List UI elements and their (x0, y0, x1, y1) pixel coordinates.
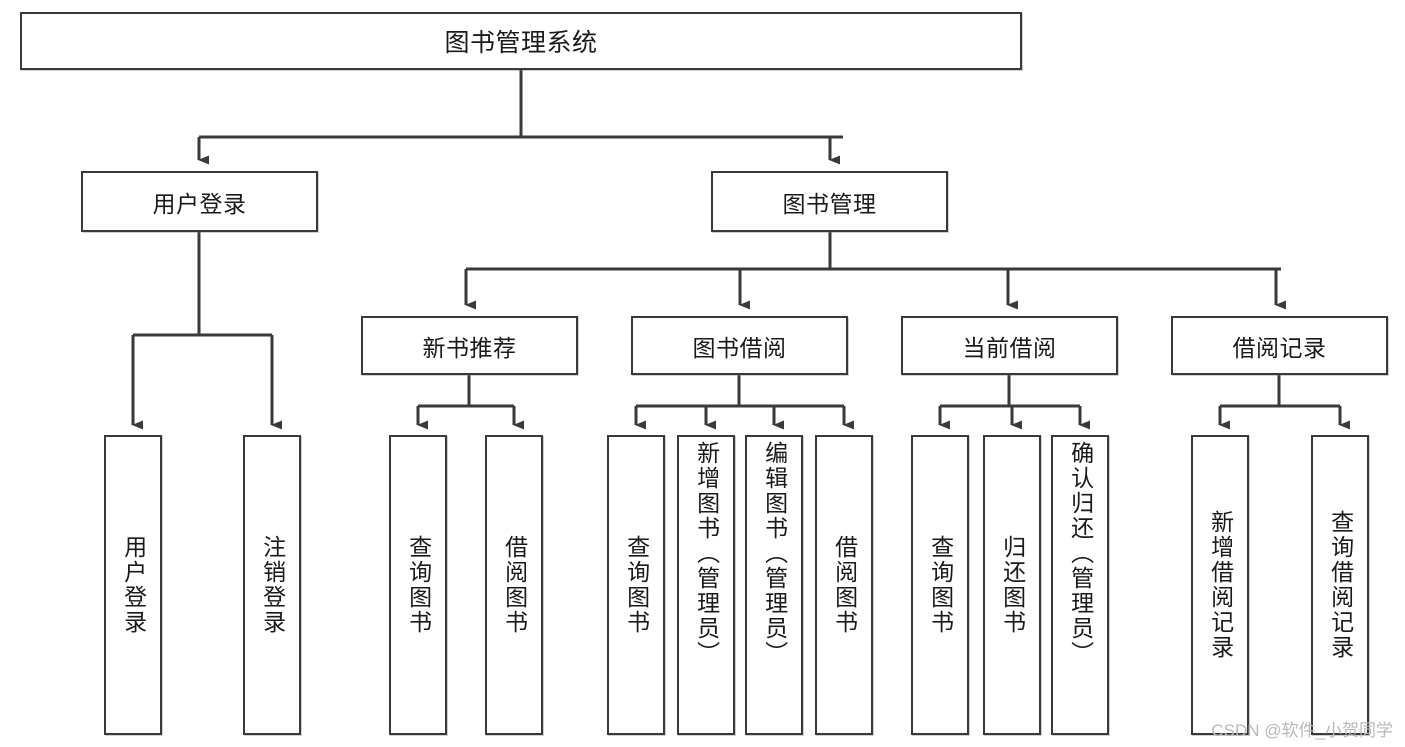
leaf-add-book-admin[interactable]: 新增图书（管理员） (677, 435, 735, 735)
leaf-logout[interactable]: 注销登录 (243, 435, 301, 735)
leaf-query-book-current[interactable]: 查询图书 (911, 435, 969, 735)
book-borrow-branch-connectors (634, 375, 854, 430)
node-borrow-record-label: 借阅记录 (1232, 334, 1327, 361)
node-book-borrow-label: 图书借阅 (692, 334, 787, 361)
leaf-confirm-return-admin[interactable]: 确认归还（管理员） (1051, 435, 1109, 735)
leaf-query-borrow-record[interactable]: 查询借阅记录 (1311, 435, 1369, 735)
leaf-edit-book-admin[interactable]: 编辑图书（管理员） (745, 435, 803, 735)
node-new-book-recommend-label: 新书推荐 (422, 334, 517, 361)
user-login-branch-connectors (131, 232, 282, 430)
leaf-query-book-current-label: 查询图书 (927, 535, 954, 635)
leaf-logout-label: 注销登录 (259, 535, 286, 635)
node-current-borrow[interactable]: 当前借阅 (901, 316, 1118, 375)
node-user-login-label: 用户登录 (152, 190, 247, 217)
node-current-borrow-label: 当前借阅 (962, 334, 1057, 361)
leaf-confirm-return-admin-label: 确认归还（管理员） (1067, 441, 1094, 666)
node-book-management[interactable]: 图书管理 (711, 171, 948, 232)
leaf-add-borrow-record[interactable]: 新增借阅记录 (1191, 435, 1249, 735)
leaf-query-book-borrow[interactable]: 查询图书 (607, 435, 665, 735)
node-book-management-label: 图书管理 (782, 190, 877, 217)
node-book-borrow[interactable]: 图书借阅 (631, 316, 848, 375)
leaf-borrow-book-label: 借阅图书 (831, 535, 858, 635)
leaf-query-book-recommend-label: 查询图书 (405, 535, 432, 635)
leaf-query-book-recommend[interactable]: 查询图书 (389, 435, 447, 735)
level2-to-level3-connectors (464, 232, 1286, 310)
leaf-borrow-book[interactable]: 借阅图书 (815, 435, 873, 735)
node-root-label: 图书管理系统 (444, 29, 598, 57)
root-to-level2-connectors (197, 70, 843, 165)
current-borrow-branch-connectors (938, 375, 1090, 430)
leaf-user-login-label: 用户登录 (120, 535, 147, 635)
leaf-borrow-book-recommend[interactable]: 借阅图书 (485, 435, 543, 735)
node-root-system[interactable]: 图书管理系统 (20, 12, 1022, 70)
new-book-branch-connectors (416, 375, 524, 430)
leaf-add-borrow-record-label: 新增借阅记录 (1207, 510, 1234, 660)
leaf-return-book-label: 归还图书 (999, 535, 1026, 635)
leaf-borrow-book-recommend-label: 借阅图书 (501, 535, 528, 635)
leaf-query-borrow-record-label: 查询借阅记录 (1327, 510, 1354, 660)
leaf-return-book[interactable]: 归还图书 (983, 435, 1041, 735)
node-user-login[interactable]: 用户登录 (81, 171, 318, 232)
node-borrow-record[interactable]: 借阅记录 (1171, 316, 1388, 375)
borrow-record-branch-connectors (1218, 375, 1350, 430)
leaf-add-book-admin-label: 新增图书（管理员） (693, 441, 720, 666)
leaf-query-book-borrow-label: 查询图书 (623, 535, 650, 635)
leaf-user-login[interactable]: 用户登录 (104, 435, 162, 735)
leaf-edit-book-admin-label: 编辑图书（管理员） (761, 441, 788, 666)
node-new-book-recommend[interactable]: 新书推荐 (361, 316, 578, 375)
